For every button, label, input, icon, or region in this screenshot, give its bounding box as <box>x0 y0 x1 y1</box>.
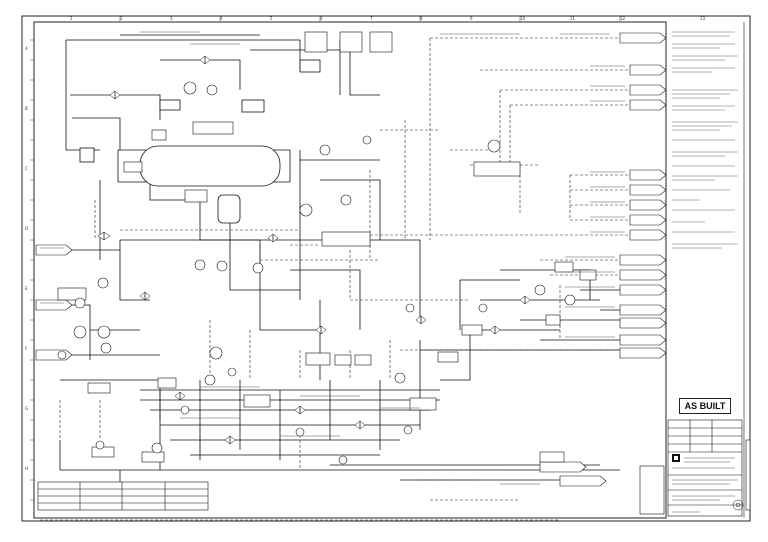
signal-lines <box>40 37 660 521</box>
border-col-2: 2 <box>120 16 123 21</box>
border-col-10: 10 <box>520 16 526 21</box>
notes-column <box>672 31 738 249</box>
border-row-labels: A B C D E F G H <box>25 46 28 471</box>
border-row-e: E <box>25 286 28 291</box>
border-row-f: F <box>25 346 28 351</box>
off-page-connectors <box>35 32 667 487</box>
border-col-9: 9 <box>470 16 473 21</box>
border-row-d: D <box>25 226 28 231</box>
border-row-b: B <box>25 106 28 111</box>
border-row-a: A <box>25 46 28 51</box>
border-column-labels: 1 2 3 4 5 6 7 8 9 10 11 12 13 <box>70 16 706 21</box>
border-col-12: 12 <box>620 16 626 21</box>
border-col-7: 7 <box>370 16 373 21</box>
border-col-4: 4 <box>220 16 223 21</box>
tag-text-marks <box>40 31 625 485</box>
horizontal-drum <box>139 145 281 187</box>
border-row-c: C <box>25 166 28 171</box>
company-logo <box>672 454 680 462</box>
border-col-11: 11 <box>570 16 576 21</box>
vessel-lower <box>217 194 241 224</box>
revision-seal <box>732 499 744 511</box>
border-col-8: 8 <box>420 16 423 21</box>
border-col-3: 3 <box>170 16 173 21</box>
legend-table <box>37 481 209 511</box>
title-block-text-marks <box>672 457 738 513</box>
border-col-6: 6 <box>320 16 323 21</box>
border-col-13: 13 <box>700 16 706 21</box>
border-col-1: 1 <box>70 16 73 21</box>
border-row-h: H <box>25 466 28 471</box>
border-row-g: G <box>25 406 28 411</box>
sheet-frame <box>21 15 751 522</box>
as-built-stamp: AS BUILT <box>679 398 731 414</box>
instrument-tag-boxes <box>57 31 597 463</box>
instrument-bubbles <box>57 81 576 465</box>
equipment <box>79 59 321 224</box>
valves <box>97 55 531 445</box>
edge-tick-marks <box>30 16 621 501</box>
border-col-5: 5 <box>270 16 273 21</box>
